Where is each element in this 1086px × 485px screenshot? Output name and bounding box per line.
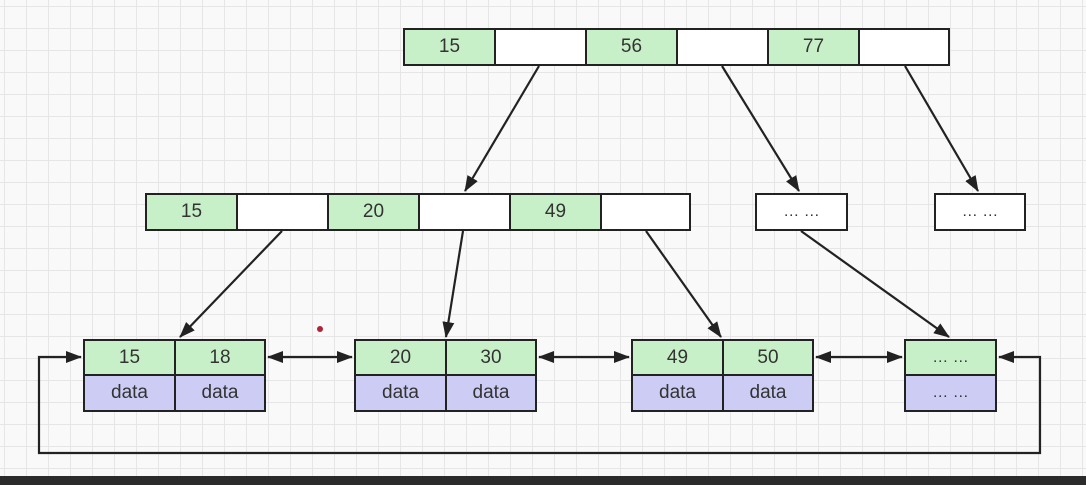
root-pointer-1 xyxy=(494,28,587,66)
arrow-internal-to-leaf-1 xyxy=(179,230,283,338)
pointer-marker xyxy=(317,326,323,332)
bottom-bar xyxy=(0,476,1086,485)
arrow-root-to-placeholder-1 xyxy=(721,65,800,192)
leaf-key: 49 xyxy=(631,339,724,376)
internal-pointer-2 xyxy=(418,193,511,231)
root-pointer-2 xyxy=(676,28,769,66)
leaf-key: 30 xyxy=(445,339,537,376)
leaf-data: … … xyxy=(904,374,997,412)
arrow-internal-to-leaf-3 xyxy=(645,230,722,338)
arrow-placeholder-to-leaf-4 xyxy=(800,230,950,338)
leaf-data: data xyxy=(83,374,176,412)
leaf-key: 50 xyxy=(722,339,814,376)
leaf-data: data xyxy=(354,374,447,412)
root-key-1: 15 xyxy=(403,28,496,66)
root-key-3: 77 xyxy=(767,28,860,66)
leaf-key: 18 xyxy=(174,339,266,376)
arrow-root-to-placeholder-2 xyxy=(904,65,979,192)
root-pointer-3 xyxy=(858,28,950,66)
internal-placeholder-node-1: … … xyxy=(755,193,848,231)
internal-key-3: 49 xyxy=(509,193,602,231)
leaf-data: data xyxy=(174,374,266,412)
internal-pointer-3 xyxy=(600,193,691,231)
internal-placeholder-node-2: … … xyxy=(934,193,1026,231)
internal-key-1: 15 xyxy=(145,193,238,231)
leaf-key: 20 xyxy=(354,339,447,376)
leaf-key: 15 xyxy=(83,339,176,376)
internal-key-2: 20 xyxy=(327,193,420,231)
leaf-key: … … xyxy=(904,339,997,376)
leaf-data: data xyxy=(445,374,537,412)
arrow-root-to-internal xyxy=(464,65,540,192)
leaf-data: data xyxy=(631,374,724,412)
internal-pointer-1 xyxy=(236,193,329,231)
leaf-data: data xyxy=(722,374,814,412)
root-key-2: 56 xyxy=(585,28,678,66)
arrow-internal-to-leaf-2 xyxy=(442,230,465,338)
